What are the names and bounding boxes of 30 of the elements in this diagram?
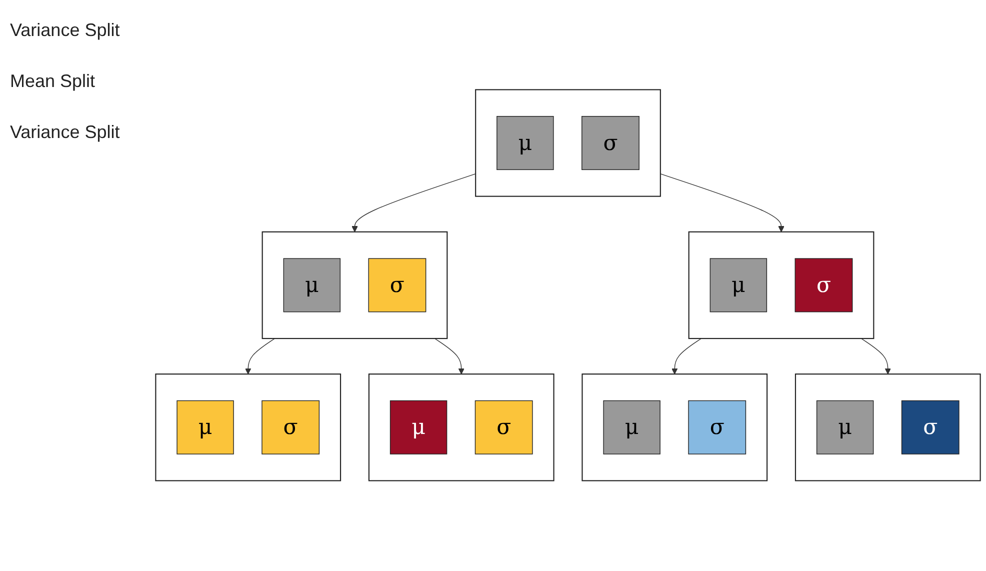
arrow bbox=[672, 338, 702, 375]
node-box: σ bbox=[901, 400, 960, 455]
arrow bbox=[434, 338, 464, 375]
node-box: σ bbox=[368, 258, 426, 313]
node-box: μ bbox=[390, 400, 448, 455]
arrow bbox=[660, 174, 784, 232]
node-box: σ bbox=[794, 258, 853, 313]
cluster bbox=[475, 89, 661, 198]
node-box: σ bbox=[582, 116, 640, 170]
cluster bbox=[262, 232, 448, 340]
node-box: μ bbox=[603, 400, 660, 455]
arrow bbox=[860, 338, 892, 375]
node-box: μ bbox=[176, 400, 234, 455]
node-box: σ bbox=[262, 400, 320, 455]
node-box: μ bbox=[710, 258, 768, 313]
node-box: μ bbox=[283, 258, 341, 313]
node-box: σ bbox=[688, 400, 746, 455]
cluster bbox=[155, 374, 342, 482]
arrow bbox=[352, 174, 476, 232]
node-box: μ bbox=[816, 400, 874, 455]
arrow bbox=[244, 338, 276, 375]
node-box: σ bbox=[474, 400, 533, 455]
node-box: μ bbox=[496, 116, 554, 170]
cluster bbox=[582, 374, 768, 482]
split-label: Variance Split bbox=[10, 20, 121, 41]
cluster bbox=[688, 232, 874, 340]
split-label: Mean Split bbox=[10, 71, 96, 92]
split-label: Variance Split bbox=[10, 122, 121, 143]
cluster bbox=[794, 374, 981, 482]
cluster bbox=[368, 374, 554, 482]
